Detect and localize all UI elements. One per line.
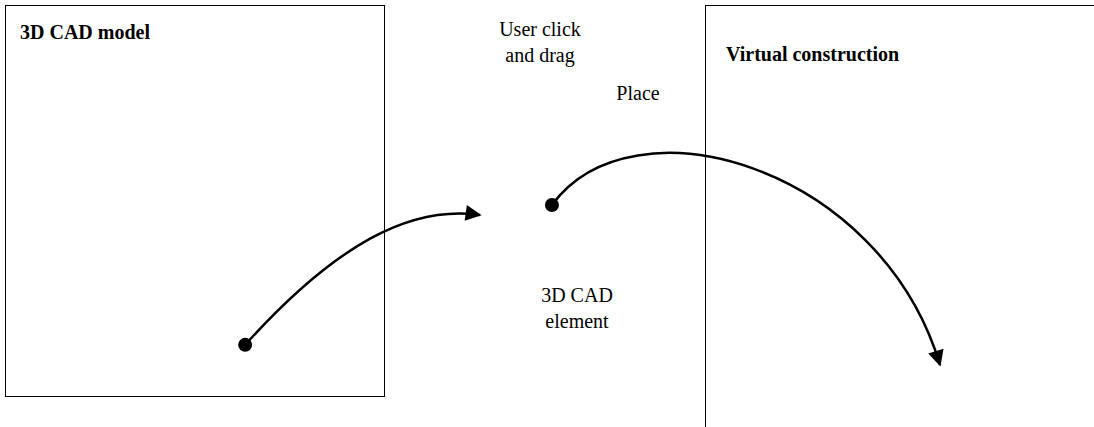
cad-element: 3D CAD element — [455, 148, 603, 278]
edge-label-box: Place — [598, 80, 678, 106]
drag-arrow — [552, 153, 940, 365]
drag-arrow — [245, 213, 480, 344]
edge-label: Place — [598, 80, 678, 106]
virtual-construction-drawing — [730, 112, 1063, 400]
edge-label: User click and drag — [485, 16, 595, 68]
model-panel: 3D CAD model — [5, 5, 385, 397]
construction-panel: Virtual construction — [705, 5, 1094, 427]
click-point — [238, 338, 252, 352]
element-label: 3D CAD element — [527, 282, 627, 334]
cad-model-drawing — [32, 92, 383, 395]
element-outline — [455, 148, 603, 278]
edge-label-box: User click and drag — [485, 16, 595, 68]
panel-title: 3D CAD model — [20, 20, 150, 44]
panel-title: Virtual construction — [726, 42, 899, 66]
click-point — [545, 198, 559, 212]
